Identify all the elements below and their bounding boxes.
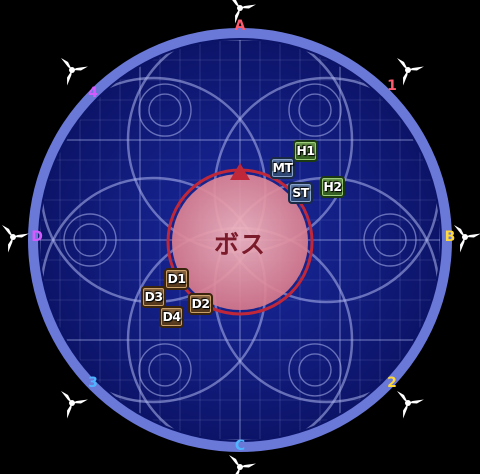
party-marker-st[interactable]: ST xyxy=(288,182,313,204)
glyph-blade xyxy=(229,0,240,8)
glyph-blade xyxy=(13,233,29,238)
glyph-blade xyxy=(61,391,72,403)
boss-hitbox[interactable] xyxy=(166,163,314,316)
party-marker-d4[interactable]: D4 xyxy=(159,306,184,328)
ornament-circle xyxy=(288,83,342,137)
waymark-b-label: B xyxy=(444,229,456,245)
ornament-circle xyxy=(63,213,117,267)
waymark-c-label: C xyxy=(234,438,246,454)
party-marker-mt[interactable]: MT xyxy=(270,157,295,179)
party-marker-d3[interactable]: D3 xyxy=(141,286,166,308)
glyph-hub xyxy=(69,67,75,73)
waymark-2-label: 2 xyxy=(387,375,397,391)
glyph-hub xyxy=(10,234,16,240)
ornament-circle xyxy=(298,353,332,387)
glyph-hub xyxy=(69,400,75,406)
glyph-blade xyxy=(72,399,88,404)
glyph-hub xyxy=(237,5,243,11)
glyph-blade xyxy=(240,4,256,9)
boss-circle xyxy=(172,174,308,310)
glyph-blade xyxy=(403,403,408,419)
ornament-circle xyxy=(298,93,332,127)
party-marker-d1[interactable]: D1 xyxy=(164,268,189,290)
glyph-blade xyxy=(240,463,256,468)
glyph-blade xyxy=(454,225,465,237)
ornament-circle xyxy=(148,93,182,127)
glyph-blade xyxy=(465,233,480,238)
waymark-d-label: D xyxy=(31,229,43,245)
glyph-blade xyxy=(408,66,424,71)
glyph-blade xyxy=(235,8,240,24)
waymark-4-label: 4 xyxy=(88,85,98,101)
boss-facing-arrow-icon xyxy=(230,163,250,180)
waymark-glyph-icon xyxy=(229,455,256,474)
ornament-circle xyxy=(73,223,107,257)
glyph-hub xyxy=(405,400,411,406)
waymark-glyph-icon xyxy=(61,391,88,419)
waymark-glyph-icon xyxy=(397,391,424,419)
party-marker-h2[interactable]: H2 xyxy=(320,176,345,198)
waymark-glyph-icon xyxy=(397,58,424,86)
glyph-blade xyxy=(408,399,424,404)
glyph-hub xyxy=(237,464,243,470)
waymark-glyph-icon xyxy=(229,0,256,24)
glyph-blade xyxy=(403,70,408,86)
waymark-glyph-icon xyxy=(454,225,480,253)
waymark-3-label: 3 xyxy=(88,375,98,391)
glyph-blade xyxy=(2,225,13,237)
glyph-blade xyxy=(67,70,72,86)
waymark-1-label: 1 xyxy=(387,78,397,94)
party-marker-h1[interactable]: H1 xyxy=(293,140,318,162)
party-marker-d2[interactable]: D2 xyxy=(188,293,213,315)
ornament-circle xyxy=(288,343,342,397)
glyph-blade xyxy=(460,237,465,253)
boss-label: ボス xyxy=(213,230,266,259)
glyph-hub xyxy=(405,67,411,73)
ornament-circle xyxy=(363,213,417,267)
waymark-glyph-icon xyxy=(61,58,88,86)
ornament-circle xyxy=(373,223,407,257)
glyph-blade xyxy=(67,403,72,419)
glyph-blade xyxy=(229,455,240,467)
ornament-circle xyxy=(138,343,192,397)
glyph-blade xyxy=(397,58,408,70)
waymark-glyph-icon xyxy=(2,225,29,253)
glyph-blade xyxy=(61,58,72,70)
glyph-blade xyxy=(235,467,240,474)
glyph-blade xyxy=(72,66,88,71)
glyph-blade xyxy=(397,391,408,403)
ornament-circle xyxy=(138,83,192,137)
glyph-hub xyxy=(462,234,468,240)
glyph-blade xyxy=(8,237,13,253)
waymark-a-label: A xyxy=(234,18,246,34)
ornament-circle xyxy=(148,353,182,387)
